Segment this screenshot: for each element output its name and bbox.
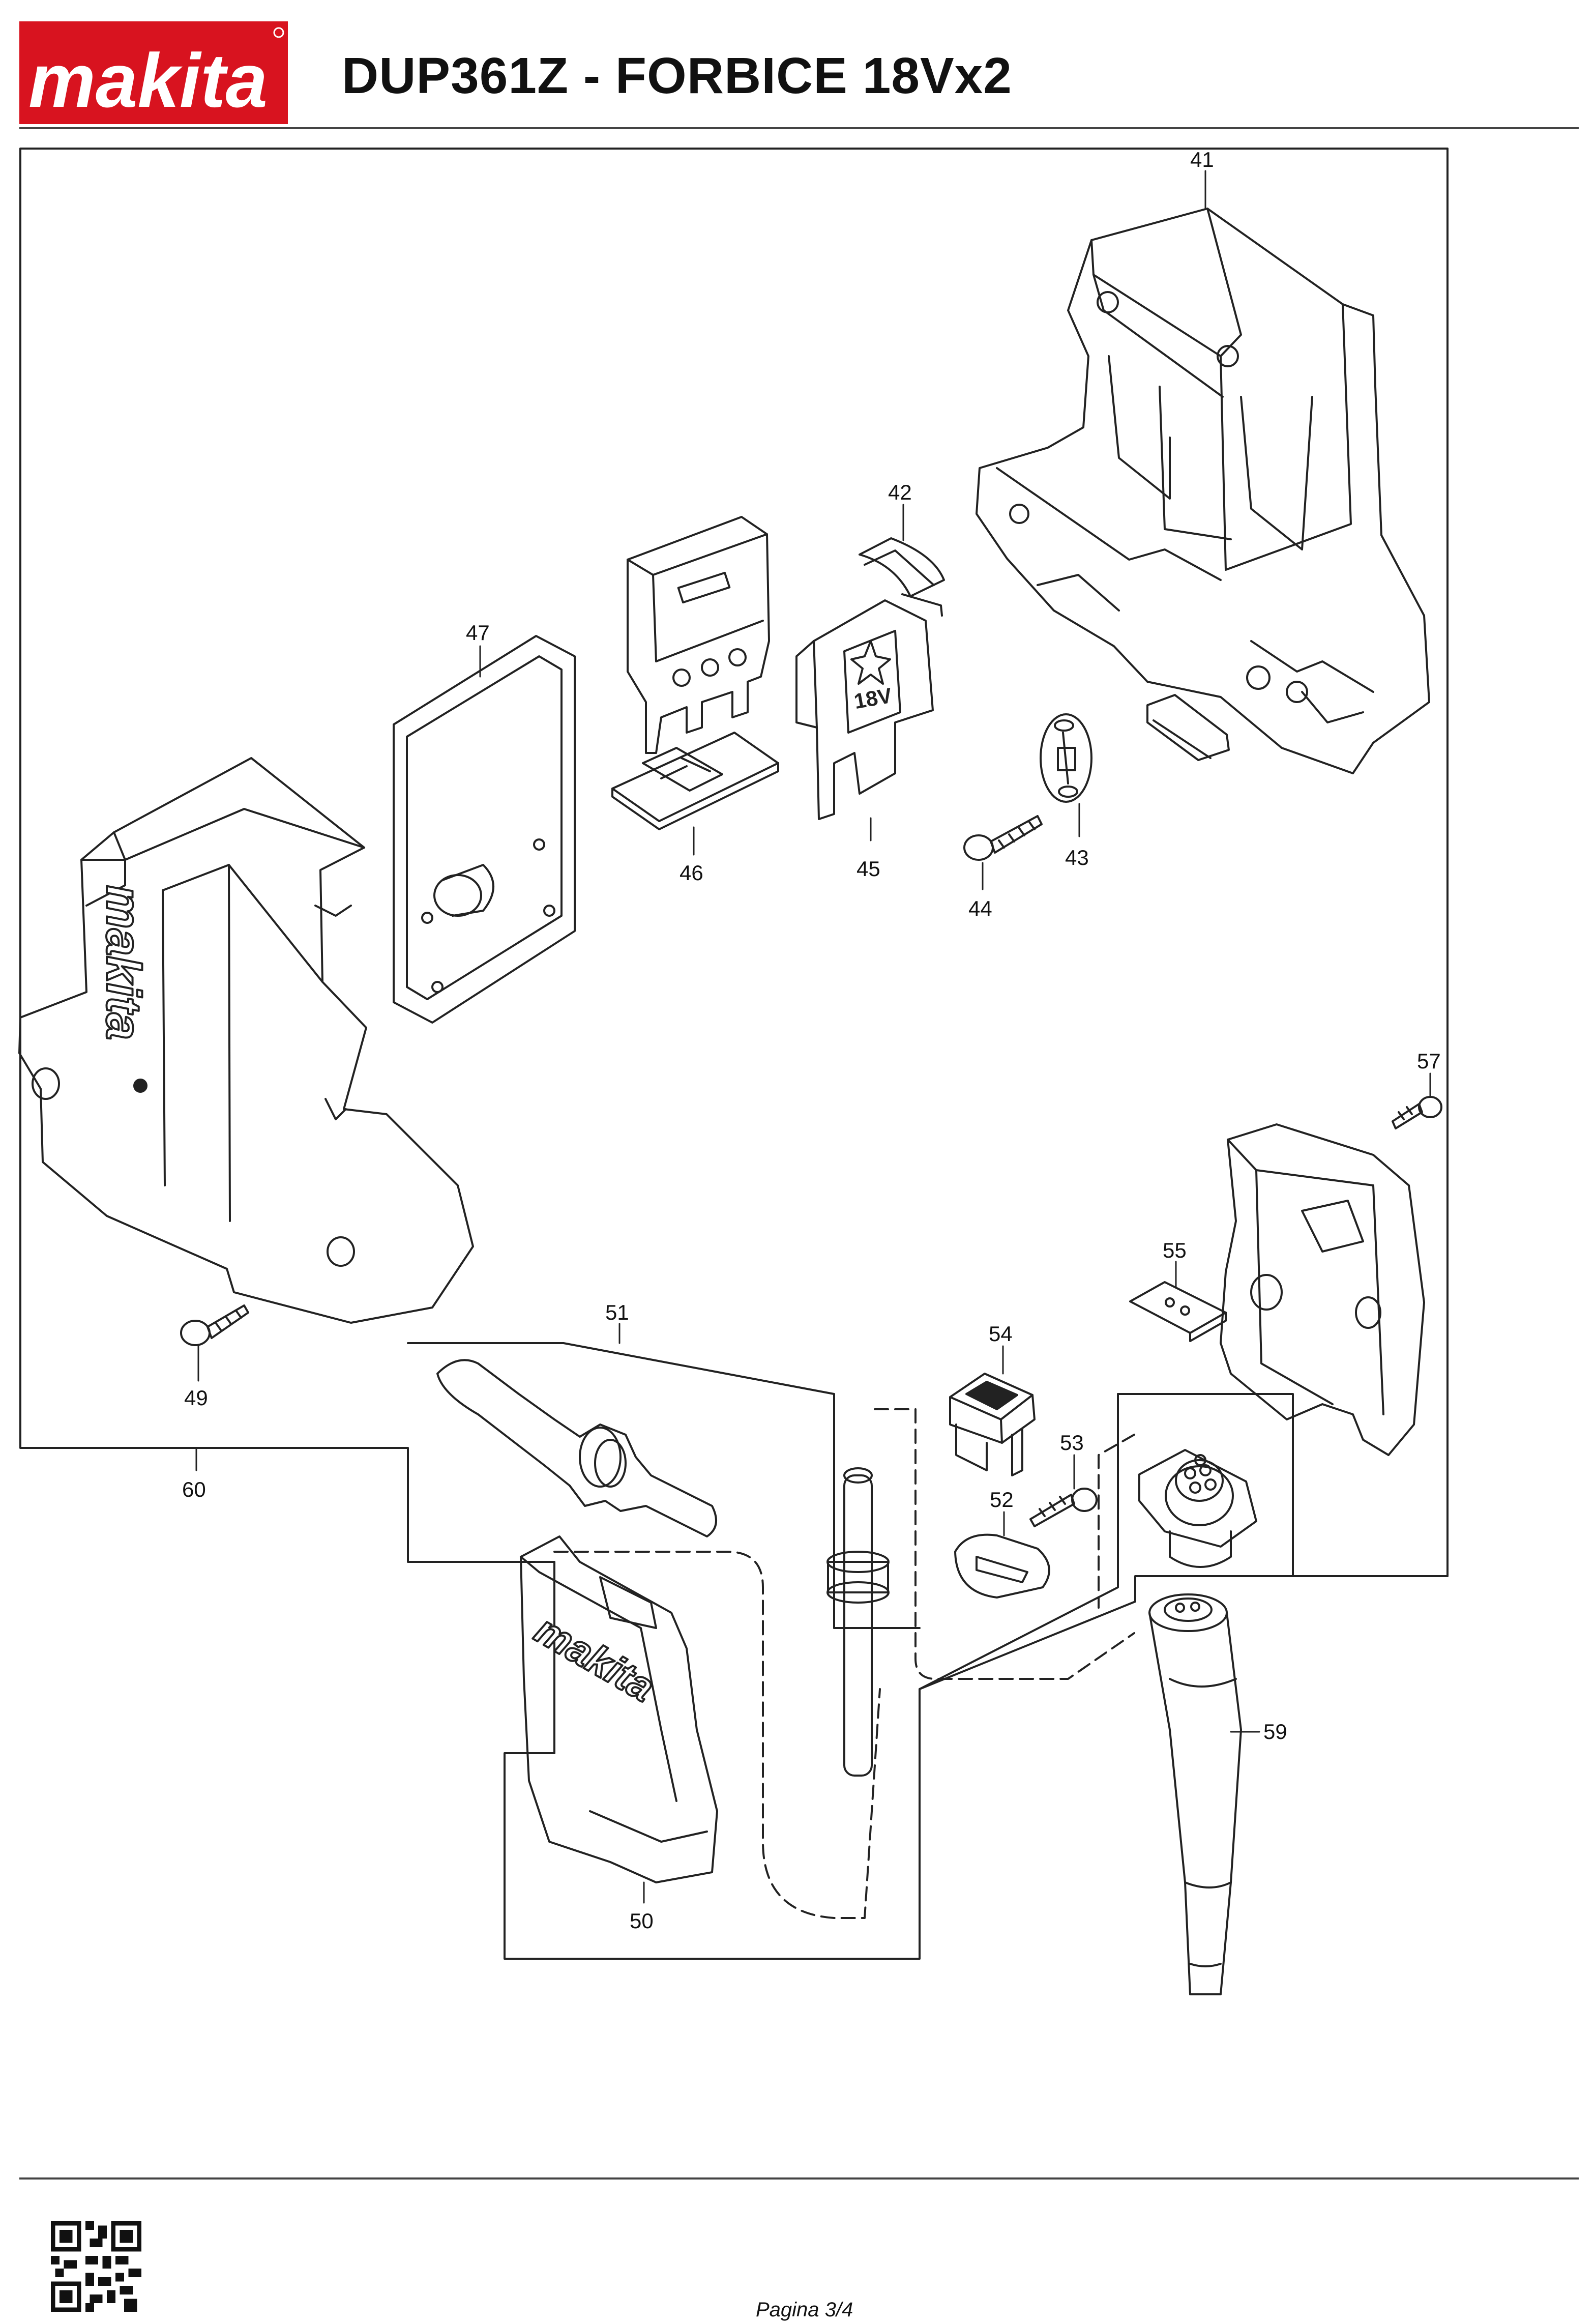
part-housing-bracket	[1220, 1123, 1425, 1456]
callout-46: 46	[680, 861, 703, 885]
makita-logo: makita	[19, 21, 288, 124]
callout-50: 50	[630, 1909, 654, 1933]
part-57-screw	[1392, 1096, 1442, 1129]
page-title: DUP361Z - FORBICE 18Vx2	[342, 47, 1012, 104]
callout-49: 49	[184, 1386, 208, 1410]
part-46-terminal-block	[627, 516, 770, 754]
housing-60-brand-text: makita	[96, 885, 151, 1040]
part-46-circuit-board	[611, 732, 779, 830]
callout-52: 52	[990, 1488, 1014, 1512]
qr-code-icon	[51, 2221, 141, 2312]
callout-42: 42	[888, 480, 912, 504]
callout-43: 43	[1065, 846, 1089, 869]
part-41-bracket	[1146, 694, 1230, 761]
callout-41: 41	[1190, 148, 1214, 171]
part-51-pin	[826, 1467, 890, 1777]
part-55-plate	[1129, 1281, 1227, 1342]
part-47-cover-panel	[393, 635, 576, 1024]
part-52-grommet	[954, 1533, 1050, 1599]
part-42-clip	[859, 537, 945, 617]
assembly-frame-60	[19, 148, 1449, 1960]
page-number: Pagina 3/4	[756, 2299, 853, 2321]
callout-44: 44	[968, 896, 992, 920]
callout-60: 60	[182, 1477, 206, 1501]
part-43-grommet	[1040, 713, 1092, 803]
part-49-screw	[180, 1304, 249, 1346]
callout-51: 51	[605, 1300, 629, 1324]
footer-divider	[19, 2177, 1579, 2180]
assembly-frame-51	[407, 1342, 835, 1629]
callout-47: 47	[466, 621, 490, 645]
cover-50-brand-text: makita	[528, 1607, 662, 1710]
part-45-terminal-holder: 18V	[795, 599, 934, 820]
svg-text:18V: 18V	[852, 683, 894, 713]
callout-53: 53	[1060, 1431, 1084, 1455]
part-41-main-housing	[976, 208, 1430, 774]
callout-45: 45	[856, 857, 880, 881]
brand-wordmark: makita	[28, 38, 268, 123]
part-connector-socket	[1138, 1449, 1257, 1568]
part-54-rocker-switch	[949, 1373, 1036, 1476]
part-50-battery-cover: makita	[520, 1535, 718, 1883]
part-59-cable-plug	[1148, 1593, 1242, 1995]
part-53-screw	[1029, 1488, 1098, 1527]
callout-55: 55	[1163, 1238, 1187, 1262]
callout-54: 54	[989, 1322, 1013, 1346]
part-51-shaft	[436, 1359, 717, 1537]
callout-57: 57	[1417, 1049, 1441, 1073]
callout-59: 59	[1263, 1720, 1287, 1744]
part-44-screw	[963, 815, 1043, 861]
part-60-battery-housing: makita	[18, 757, 474, 1324]
header-divider	[19, 127, 1579, 129]
